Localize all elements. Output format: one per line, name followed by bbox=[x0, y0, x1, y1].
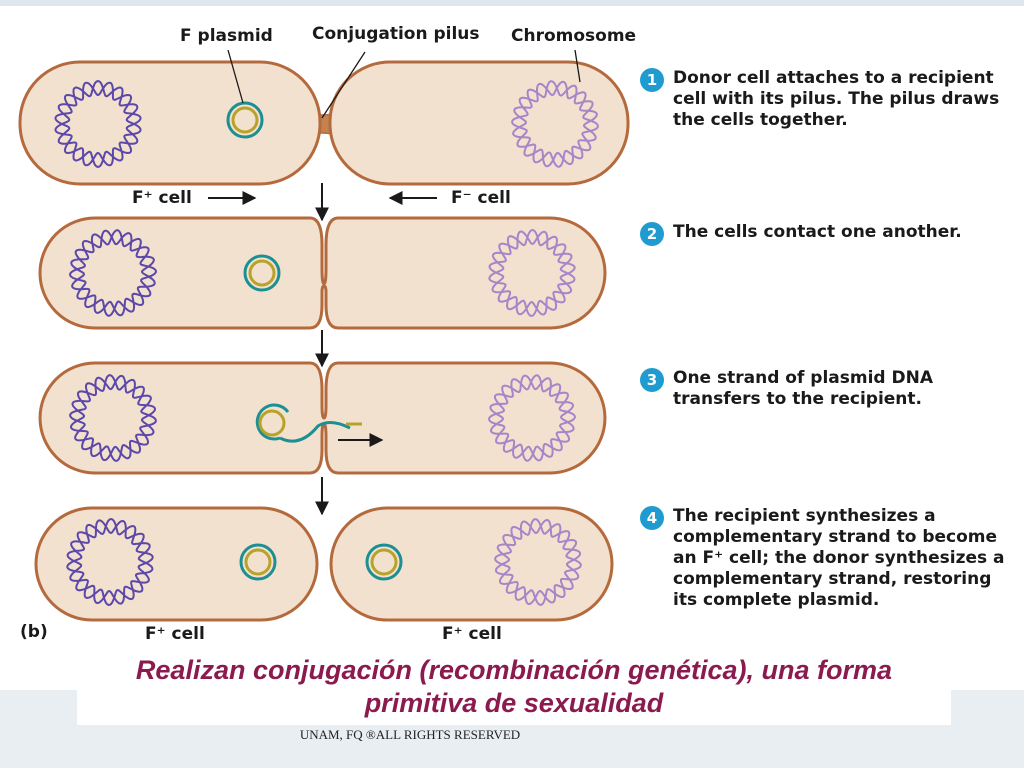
slide-caption: Realizan conjugación (recombinación gené… bbox=[135, 655, 893, 718]
step-1: 1 Donor cell attaches to a recipient cel… bbox=[640, 68, 1010, 131]
donor-chromosome bbox=[69, 374, 157, 462]
donor-cell-label: F⁺ cell bbox=[132, 188, 192, 208]
recipient-plasmid bbox=[365, 543, 403, 581]
conjugation-diagram bbox=[18, 49, 630, 622]
chromosome-label: Chromosome bbox=[511, 26, 637, 46]
recipient-result-label: F⁺ cell bbox=[442, 624, 502, 644]
pilus-leader bbox=[321, 51, 366, 119]
step-1-text: Donor cell attaches to a recipient cell … bbox=[673, 68, 1000, 130]
row-1-attach bbox=[18, 49, 630, 205]
f-plasmid bbox=[243, 254, 281, 292]
recipient-cell-label: F⁻ cell bbox=[451, 188, 511, 208]
recipient-chromosome bbox=[494, 518, 582, 606]
step-4: 4 The recipient synthesizes a complement… bbox=[640, 506, 1010, 611]
row-2-contact bbox=[38, 216, 607, 330]
step-3: 3 One strand of plasmid DNA transfers to… bbox=[640, 368, 1010, 410]
recipient-chromosome bbox=[488, 229, 576, 317]
copyright-footer: UNAM, FQ ®ALL RIGHTS RESERVED bbox=[299, 727, 521, 742]
row-3-transfer bbox=[38, 361, 607, 475]
opening-plasmid bbox=[255, 403, 290, 441]
step-4-text: The recipient synthesizes a complementar… bbox=[673, 506, 1005, 610]
caption-box bbox=[77, 651, 951, 725]
step-2: 2 The cells contact one another. bbox=[640, 222, 1010, 246]
donor-result-label: F⁺ cell bbox=[145, 624, 205, 644]
step-4-badge: 4 bbox=[640, 506, 664, 530]
donor-chromosome bbox=[66, 517, 154, 607]
step-1-badge: 1 bbox=[640, 68, 664, 92]
top-band bbox=[0, 0, 1024, 6]
step-3-badge: 3 bbox=[640, 368, 664, 392]
conjugation-pilus-label: Conjugation pilus bbox=[312, 24, 480, 44]
contact-cells bbox=[38, 216, 607, 330]
panel-label: (b) bbox=[20, 622, 48, 642]
f-plasmid-leader bbox=[227, 49, 244, 104]
f-plasmid bbox=[226, 101, 264, 139]
transfer-cells bbox=[38, 361, 607, 475]
recipient-chromosome bbox=[487, 374, 577, 462]
recipient-cell bbox=[328, 60, 630, 186]
chromosome-leader bbox=[574, 49, 581, 83]
step-2-text: The cells contact one another. bbox=[673, 222, 962, 242]
step-3-text: One strand of plasmid DNA transfers to t… bbox=[673, 368, 933, 409]
donor-chromosome bbox=[69, 229, 157, 317]
donor-plasmid bbox=[239, 543, 277, 581]
donor-chromosome bbox=[54, 79, 142, 169]
row-4-separated bbox=[34, 506, 614, 622]
donor-cell bbox=[34, 506, 319, 622]
recipient-chromosome bbox=[511, 80, 599, 168]
step-2-badge: 2 bbox=[640, 222, 664, 246]
f-plasmid-label: F plasmid bbox=[180, 26, 273, 46]
transferring-strand bbox=[279, 421, 351, 443]
